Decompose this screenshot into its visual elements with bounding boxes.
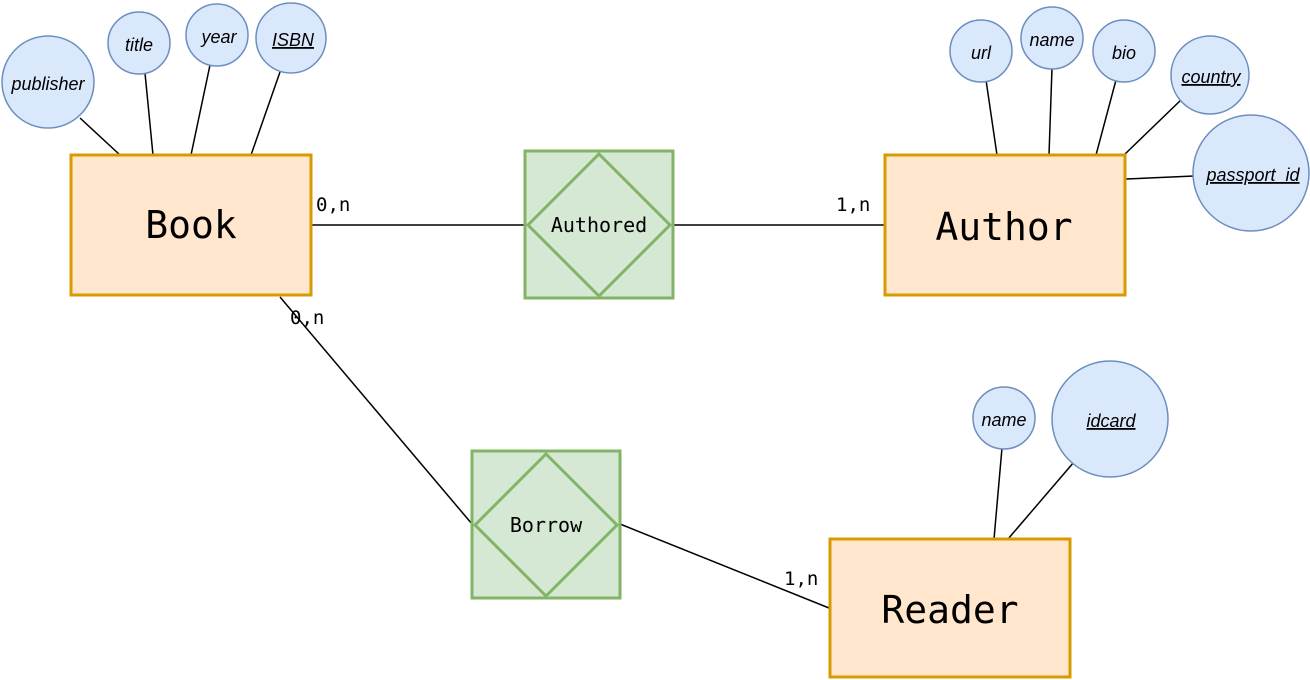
entity-author[interactable]: Author <box>883 153 1127 297</box>
attribute-author-passport-id-label: passport_id <box>1205 165 1300 185</box>
edge-book-publisher <box>79 117 121 156</box>
attribute-book-isbn-ellipse <box>255 2 327 74</box>
attribute-book-publisher-label: publisher <box>10 74 85 94</box>
attribute-book-year-ellipse <box>185 3 249 67</box>
entity-book-box <box>69 153 313 297</box>
edge-book-borrow <box>279 296 473 525</box>
attribute-book-publisher[interactable]: publisher <box>1 35 95 129</box>
cardinality-reader-borrow: 1,n <box>784 568 818 590</box>
relationship-borrow-label: Borrow <box>510 513 583 537</box>
attribute-author-url-label: url <box>971 43 992 63</box>
relationship-authored[interactable]: Authored <box>523 149 675 300</box>
entity-reader-label: Reader <box>881 588 1018 632</box>
attribute-reader-idcard-ellipse <box>1051 360 1169 478</box>
attribute-reader-idcard-label: idcard <box>1086 411 1136 431</box>
attribute-author-name-ellipse <box>1020 6 1084 70</box>
entity-reader[interactable]: Reader <box>828 537 1072 679</box>
relationship-borrow-diamond <box>472 451 620 599</box>
edge-reader-name <box>993 447 1003 540</box>
attribute-author-country[interactable]: country <box>1170 35 1250 115</box>
edge-borrow-reader <box>619 523 830 609</box>
edge-author-name <box>1048 67 1053 156</box>
edge-reader-idcard <box>1007 461 1075 540</box>
attribute-author-name-label: name <box>1029 30 1074 50</box>
attribute-reader-idcard[interactable]: idcard <box>1051 360 1169 478</box>
attribute-book-isbn-label: ISBN <box>272 30 315 50</box>
relationship-borrow[interactable]: Borrow <box>470 449 622 600</box>
edge-author-passport <box>1125 175 1195 180</box>
attribute-author-passport-id-ellipse <box>1192 114 1310 232</box>
relationship-authored-label: Authored <box>551 213 647 237</box>
attribute-author-passport-id[interactable]: passport_id <box>1192 114 1310 232</box>
entity-book[interactable]: Book <box>69 153 313 297</box>
attribute-book-title-label: title <box>125 35 153 55</box>
entity-reader-box <box>828 537 1072 679</box>
relationship-authored-diamond <box>525 151 673 299</box>
attribute-book-year[interactable]: year <box>185 3 249 67</box>
attribute-author-country-ellipse <box>1170 35 1250 115</box>
attribute-book-title-ellipse <box>107 11 171 75</box>
edge-book-year <box>190 64 211 156</box>
cardinality-book-authored: 0,n <box>316 194 350 216</box>
edge-author-url <box>985 79 998 156</box>
attribute-book-isbn[interactable]: ISBN <box>255 2 327 74</box>
relationship-authored-box <box>523 149 675 300</box>
attribute-author-country-label: country <box>1181 67 1241 87</box>
edge-book-title <box>144 72 154 156</box>
attribute-author-url-ellipse <box>949 19 1013 83</box>
attribute-reader-name-label: name <box>981 410 1026 430</box>
attribute-book-year-label: year <box>199 27 237 47</box>
edge-author-bio <box>1095 79 1117 156</box>
attribute-author-bio[interactable]: bio <box>1092 19 1156 83</box>
attribute-author-url[interactable]: url <box>949 19 1013 83</box>
attribute-book-title[interactable]: title <box>107 11 171 75</box>
cardinalities: 0,n 1,n 0,n 1,n <box>290 194 870 590</box>
cardinality-book-borrow: 0,n <box>290 307 324 329</box>
attribute-reader-name-ellipse <box>972 386 1036 450</box>
attribute-author-bio-ellipse <box>1092 19 1156 83</box>
attribute-book-publisher-ellipse <box>1 35 95 129</box>
cardinality-author-authored: 1,n <box>836 194 870 216</box>
edge-book-isbn <box>250 71 281 156</box>
attribute-author-name[interactable]: name <box>1020 6 1084 70</box>
entity-book-label: Book <box>145 203 237 247</box>
attribute-reader-name[interactable]: name <box>972 386 1036 450</box>
connectors <box>79 64 1195 609</box>
attribute-author-bio-label: bio <box>1112 43 1136 63</box>
edge-author-country <box>1123 97 1184 156</box>
entity-author-box <box>883 153 1127 297</box>
entity-author-label: Author <box>935 205 1072 249</box>
